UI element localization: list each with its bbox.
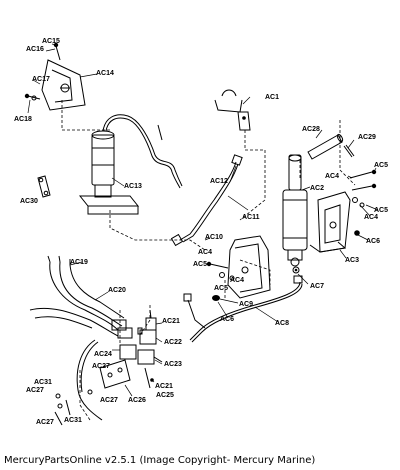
bolts-center <box>206 261 300 301</box>
bolt-ac18 <box>24 93 41 101</box>
label-ac13: AC13 <box>124 183 142 190</box>
pin-ac29 <box>343 144 355 158</box>
label-ac31-top: AC31 <box>34 379 52 386</box>
label-ac31-bottom: AC31 <box>64 417 82 424</box>
bracket-center-ac10 <box>227 235 271 299</box>
leader-lines <box>27 43 379 397</box>
label-ac3: AC3 <box>345 257 359 264</box>
label-ac4-center: AC4 <box>198 249 212 256</box>
label-ac4-right: AC4 <box>364 214 378 221</box>
label-ac9: AC9 <box>239 301 253 308</box>
wire-harness-ac20 <box>29 255 133 421</box>
label-ac8: AC8 <box>275 320 289 327</box>
tube-ac8 <box>183 275 303 343</box>
clip-ac1 <box>214 89 251 131</box>
label-ac26: AC26 <box>128 397 146 404</box>
label-ac1: AC1 <box>265 94 279 101</box>
label-ac4-center2: AC4 <box>230 277 244 284</box>
label-ac21-top: AC21 <box>162 318 180 325</box>
label-ac6-center: AC6 <box>220 316 234 323</box>
label-ac25: AC25 <box>156 392 174 399</box>
hose-ac11 <box>170 154 243 247</box>
label-ac18: AC18 <box>14 116 32 123</box>
label-ac5-right: AC5 <box>374 207 388 214</box>
label-ac5-center2: AC5 <box>214 285 228 292</box>
label-ac17: AC17 <box>32 76 50 83</box>
label-ac2: AC2 <box>310 185 324 192</box>
label-ac10: AC10 <box>205 234 223 241</box>
trim-cylinder-ac2 <box>282 154 308 267</box>
label-ac27-b: AC27 <box>26 387 44 394</box>
label-ac29: AC29 <box>358 134 376 141</box>
plate-ac26 <box>99 359 151 389</box>
bracket-ac3 <box>309 191 351 253</box>
bracket-ac14 <box>41 59 86 111</box>
part-labels: AC15 AC16 AC14 AC17 AC18 AC13 AC30 AC1 A… <box>14 38 388 426</box>
label-ac15: AC15 <box>42 38 60 45</box>
label-ac27-a: AC27 <box>92 363 110 370</box>
label-ac28: AC28 <box>302 126 320 133</box>
label-ac22: AC22 <box>164 339 182 346</box>
label-ac11: AC11 <box>242 214 260 221</box>
label-ac19: AC19 <box>70 259 88 266</box>
label-ac7: AC7 <box>310 283 324 290</box>
label-ac27-d: AC27 <box>36 419 54 426</box>
label-ac4-top: AC4 <box>325 173 339 180</box>
label-ac21-bottom: AC21 <box>155 383 173 390</box>
label-ac12: AC12 <box>210 178 228 185</box>
pump-motor-ac13 <box>78 114 183 215</box>
clip-ac21 <box>145 309 157 331</box>
label-ac27-c: AC27 <box>100 397 118 404</box>
label-ac16: AC16 <box>26 46 44 53</box>
bolts-ac4-ac5-right <box>349 169 377 236</box>
bolt-ac15 <box>53 42 61 61</box>
pin-ac28 <box>307 133 344 160</box>
copyright-footer: MercuryPartsOnline v2.5.1 (Image Copyrig… <box>4 455 316 466</box>
label-ac24: AC24 <box>94 351 112 358</box>
label-ac20: AC20 <box>108 287 126 294</box>
label-ac6-right: AC6 <box>366 238 380 245</box>
label-ac5-top: AC5 <box>374 162 388 169</box>
label-ac14: AC14 <box>96 70 114 77</box>
link-ac30 <box>37 175 51 198</box>
label-ac5-center: AC5 <box>193 261 207 268</box>
label-ac30: AC30 <box>20 198 38 205</box>
label-ac23: AC23 <box>164 361 182 368</box>
